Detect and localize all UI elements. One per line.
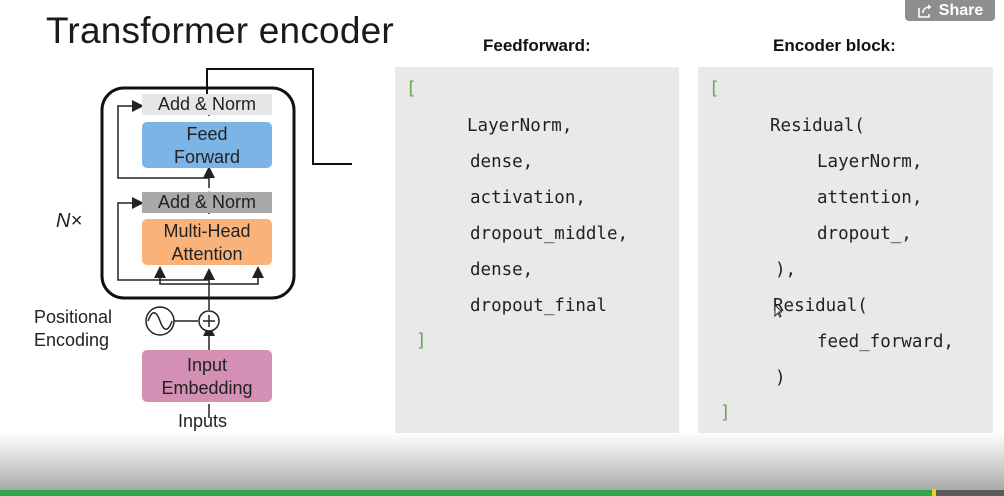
feedforward-heading: Feedforward: xyxy=(483,36,591,55)
encoder-open-bracket: [ xyxy=(709,79,720,99)
add-norm-top-box xyxy=(142,94,272,115)
feed-forward-label-1: Feed xyxy=(186,124,228,144)
enc-close-residual-1: ), xyxy=(775,260,797,280)
inputs-label: Inputs xyxy=(178,411,228,431)
enc-close-residual-2: ) xyxy=(775,368,786,388)
enc-residual-1: Residual( xyxy=(770,116,865,136)
encoder-frame xyxy=(100,86,296,300)
share-button[interactable]: Share xyxy=(905,0,995,21)
enc-line: dropout_, xyxy=(817,224,912,244)
attention-label-2: Attention xyxy=(171,244,243,264)
add-norm-top-label: Add & Norm xyxy=(157,94,257,114)
transformer-encoder-diagram xyxy=(100,68,352,418)
positional-label-2: Encoding xyxy=(34,330,110,350)
ff-line: dense, xyxy=(470,260,534,280)
add-norm-bottom-box xyxy=(142,192,272,213)
ff-line: dropout_final xyxy=(470,296,607,316)
attention-box xyxy=(142,219,272,265)
embedding-label-2: Embedding xyxy=(161,378,253,398)
enc-line: attention, xyxy=(817,188,923,208)
add-norm-bottom-label: Add & Norm xyxy=(157,192,257,212)
video-progress-handle[interactable] xyxy=(931,489,936,496)
embedding-label-1: Input xyxy=(186,355,228,375)
output-connector xyxy=(206,68,352,165)
enc-line: feed_forward, xyxy=(817,332,954,352)
video-controls-overlay xyxy=(0,432,1004,496)
enc-line: LayerNorm, xyxy=(817,152,923,172)
enc-residual-2: Residual( xyxy=(773,296,868,316)
video-progress-fill xyxy=(0,490,934,496)
slide-title: Transformer encoder xyxy=(46,10,394,51)
embedding-box xyxy=(142,350,272,402)
ff-line: dense, xyxy=(470,152,534,172)
share-icon xyxy=(917,4,932,18)
ff-line: LayerNorm, xyxy=(467,116,573,136)
repeat-n-label: N× xyxy=(56,210,83,232)
ff-line: dropout_middle, xyxy=(470,224,629,244)
feedforward-close-bracket: ] xyxy=(416,331,427,351)
positional-label-1: Positional xyxy=(34,307,113,327)
feed-forward-box xyxy=(142,122,272,168)
encoder-block-code-panel xyxy=(698,67,993,433)
ff-line: activation, xyxy=(470,188,586,208)
mouse-cursor-icon xyxy=(774,304,782,318)
feedforward-open-bracket: [ xyxy=(406,79,417,99)
encoder-close-bracket: ] xyxy=(720,403,731,423)
encoder-block-heading: Encoder block: xyxy=(773,36,896,55)
feedforward-code-panel xyxy=(395,67,679,433)
attention-label-1: Multi-Head xyxy=(163,221,251,241)
share-label: Share xyxy=(938,1,984,19)
feed-forward-label-2: Forward xyxy=(173,147,240,167)
